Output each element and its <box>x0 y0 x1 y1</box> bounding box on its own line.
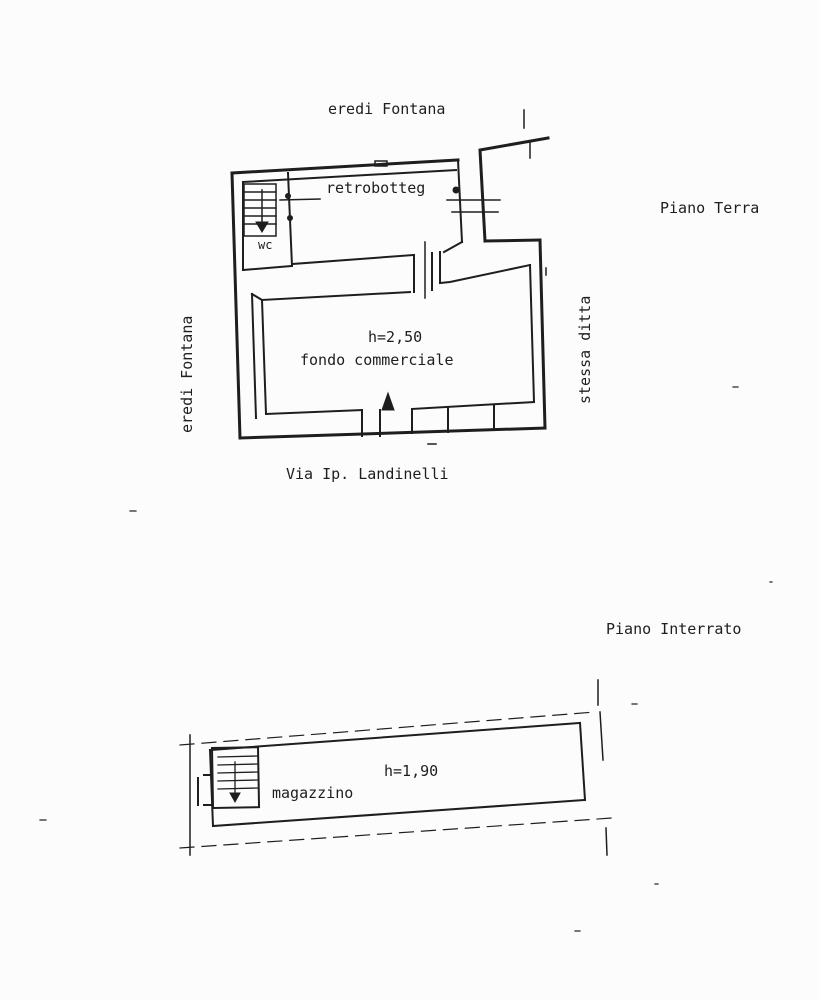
room-label-magazzino: magazzino <box>272 784 354 802</box>
basement-stairs <box>217 755 259 796</box>
neighbor-top-label: eredi Fontana <box>328 100 446 118</box>
room-height-main: h=2,50 <box>368 328 423 346</box>
floor-label-basement: Piano Interrato <box>606 620 742 638</box>
floor-label-ground: Piano Terra <box>660 199 760 217</box>
ground-floor-inner-walls <box>241 158 536 437</box>
street-label: Via Ip. Landinelli <box>286 465 449 483</box>
ground-floor-outer-walls <box>230 136 550 440</box>
paper-specks <box>39 386 773 932</box>
neighbor-left-label: eredi Fontana <box>178 315 196 433</box>
ground-marks <box>279 109 547 445</box>
basement-walls <box>197 721 587 828</box>
neighbor-right-label: stessa ditta <box>576 295 594 404</box>
room-label-wc: wc <box>258 238 273 252</box>
basement-boundary <box>179 711 613 849</box>
room-height-basement: h=1,90 <box>384 762 439 780</box>
room-label-retrobottega: retrobotteg <box>326 179 426 197</box>
room-label-main: fondo commerciale <box>300 351 454 369</box>
basement-boundary-ticks <box>189 679 608 856</box>
